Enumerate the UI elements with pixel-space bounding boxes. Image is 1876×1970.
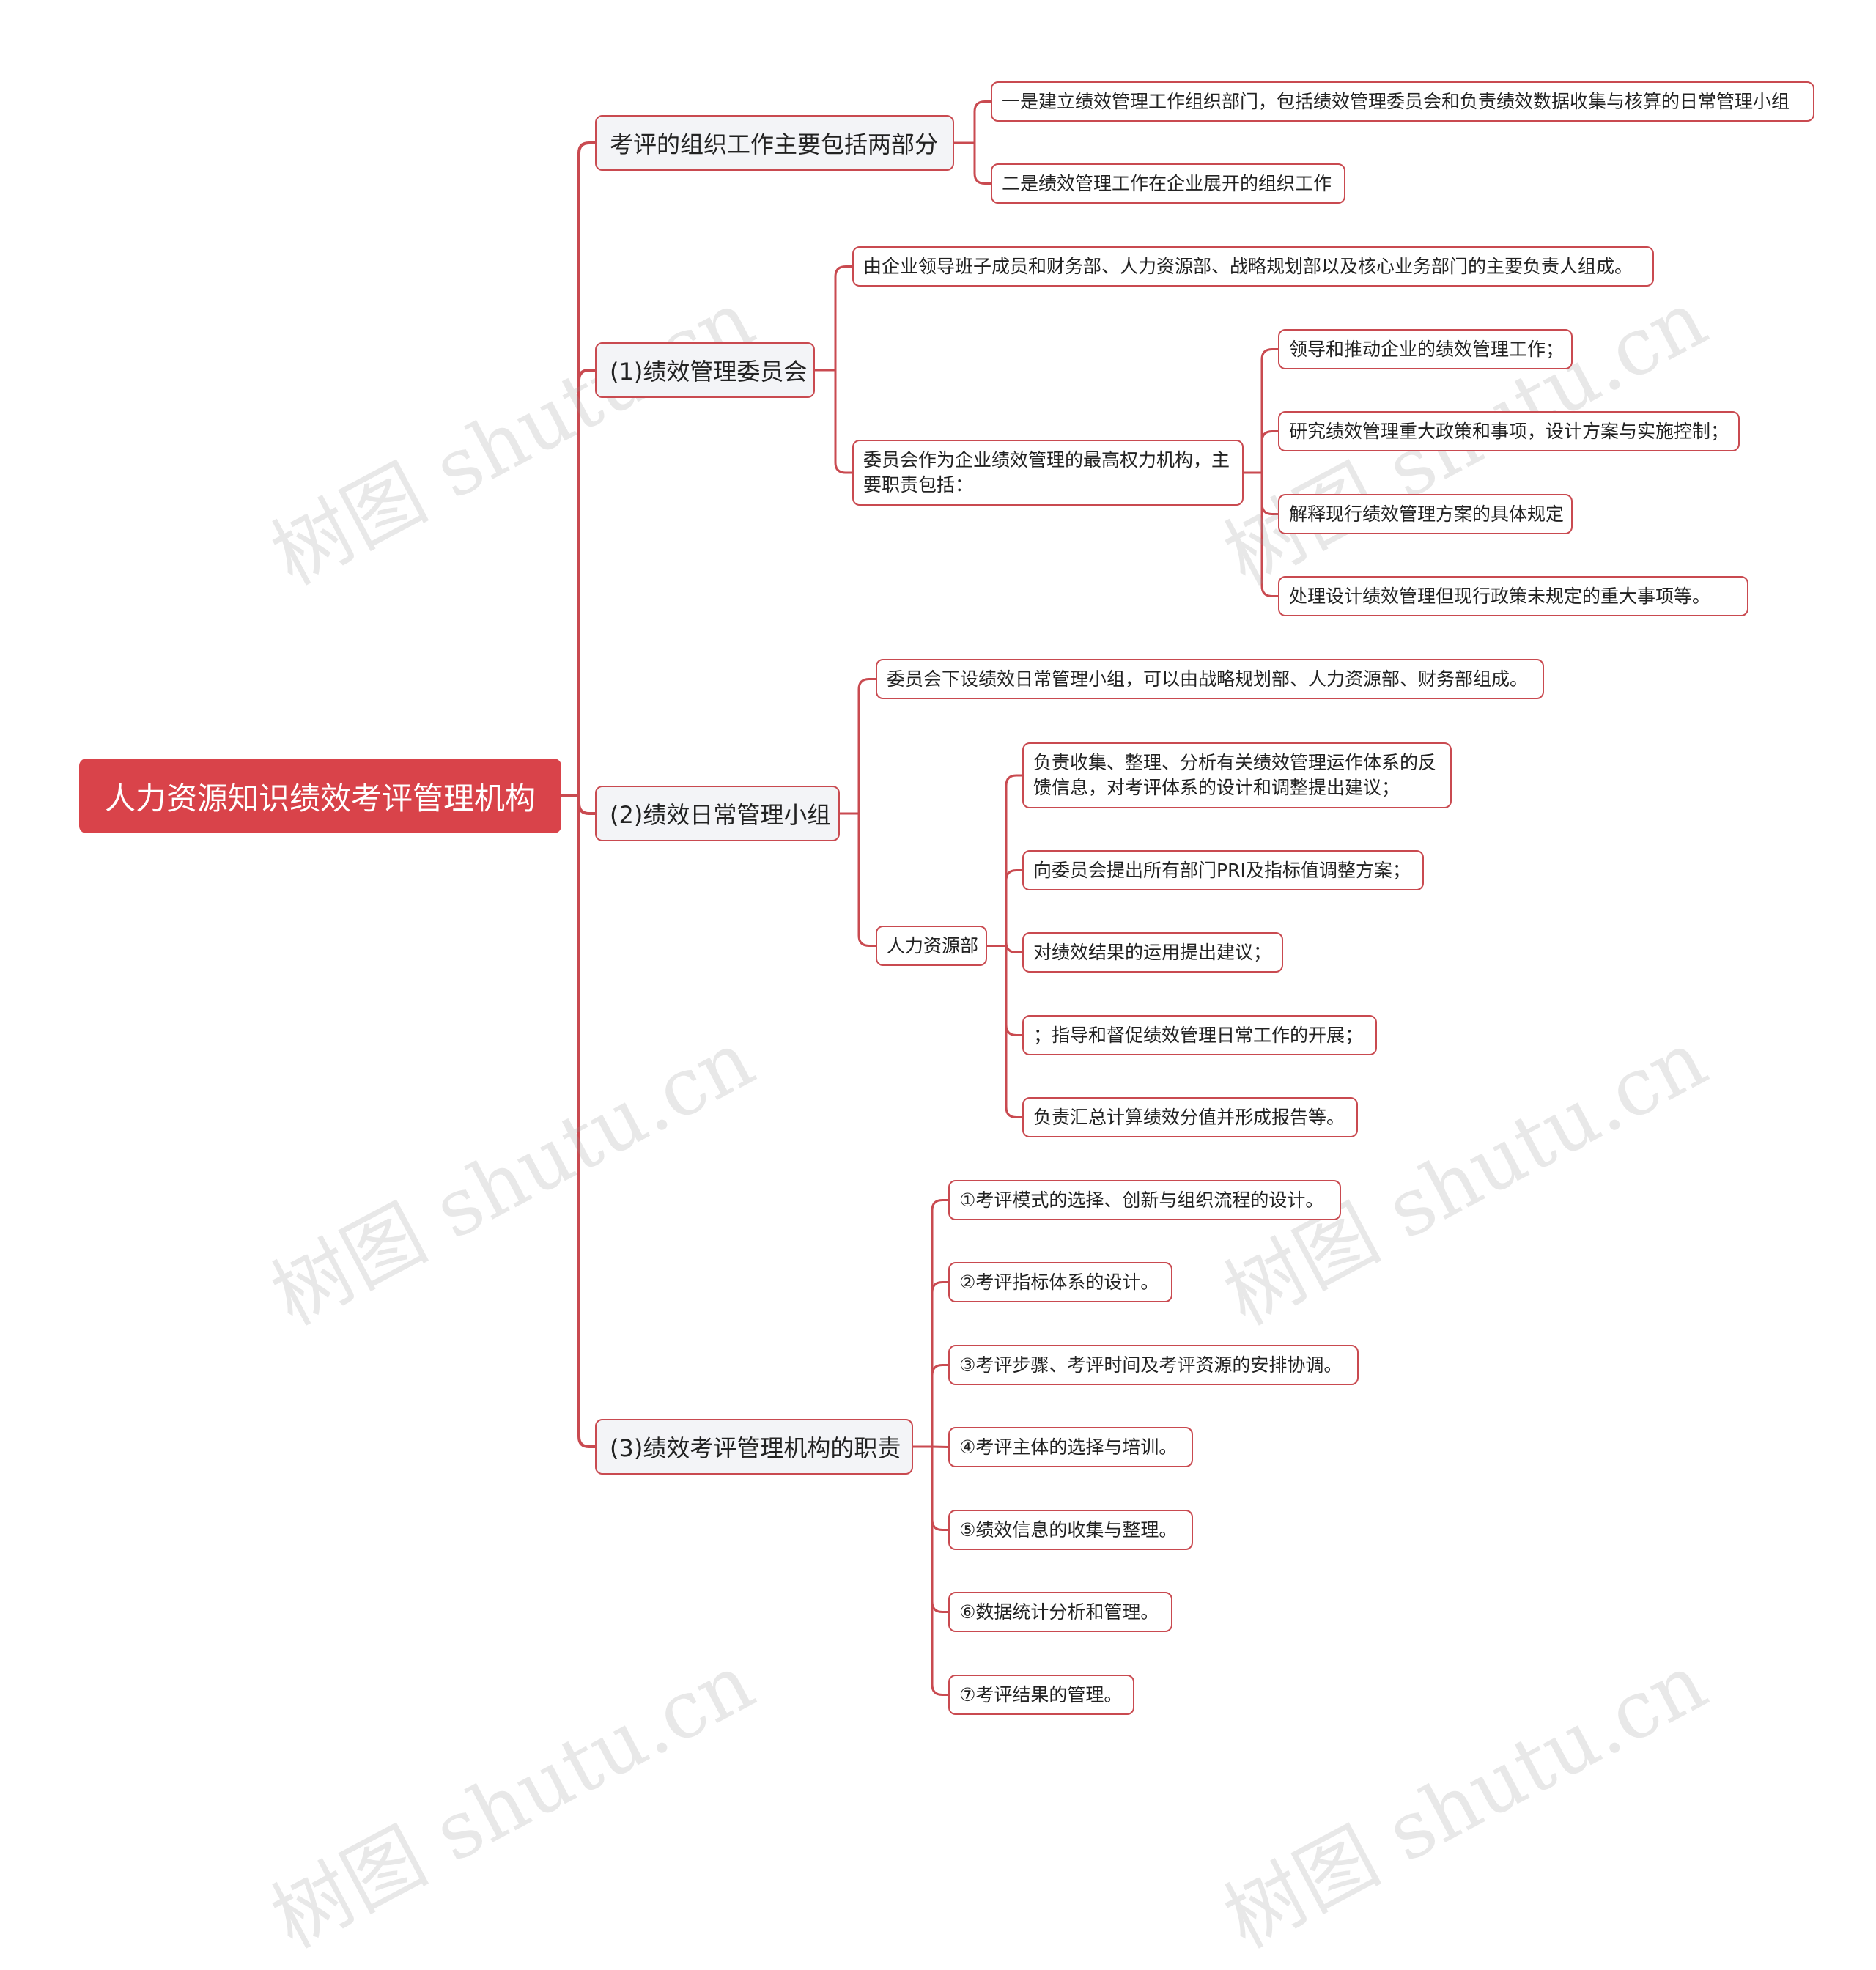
hr-duty-item[interactable]: 负责汇总计算绩效分值并形成报告等。 xyxy=(1022,1097,1358,1137)
subtopic-committee-composition[interactable]: 由企业领导班子成员和财务部、人力资源部、战略规划部以及核心业务部门的主要负责人组… xyxy=(852,246,1654,287)
duty-item[interactable]: ①考评模式的选择、创新与组织流程的设计。 xyxy=(948,1180,1341,1220)
connector-line xyxy=(1005,774,1024,947)
connector-line xyxy=(931,1445,950,1531)
connector-line xyxy=(857,678,877,815)
root-topic[interactable]: 人力资源知识绩效考评管理机构 xyxy=(79,759,561,833)
connector-line xyxy=(577,794,597,815)
duty-item[interactable]: ⑥数据统计分析和管理。 xyxy=(948,1592,1172,1632)
connector-lines xyxy=(560,100,1279,1696)
topic-management-duties[interactable]: (3)绩效考评管理机构的职责 xyxy=(595,1419,913,1475)
subtopic-hr-department[interactable]: 人力资源部 xyxy=(876,926,987,966)
hr-duty-item[interactable]: 向委员会提出所有部门PRI及指标值调整方案； xyxy=(1022,850,1424,890)
connector-line xyxy=(577,369,597,797)
subtopic-org-item[interactable]: 一是建立绩效管理工作组织部门，包括绩效管理委员会和负责绩效数据收集与核算的日常管… xyxy=(991,81,1814,122)
hr-duty-item[interactable]: ；指导和督促绩效管理日常工作的开展； xyxy=(1022,1015,1377,1055)
committee-duty-item[interactable]: 处理设计绩效管理但现行政策未规定的重大事项等。 xyxy=(1278,576,1748,616)
committee-duty-item[interactable]: 领导和推动企业的绩效管理工作； xyxy=(1278,329,1573,369)
connector-line xyxy=(973,141,992,185)
connector-line xyxy=(1005,945,1024,1036)
committee-duty-item[interactable]: 研究绩效管理重大政策和事项，设计方案与实施控制； xyxy=(1278,411,1740,451)
connector-line xyxy=(1005,942,1024,953)
connector-line xyxy=(931,1364,950,1448)
topic-daily-group[interactable]: (2)绩效日常管理小组 xyxy=(595,786,840,841)
committee-duty-item[interactable]: 解释现行绩效管理方案的具体规定 xyxy=(1278,494,1573,534)
subtopic-org-item[interactable]: 二是绩效管理工作在企业展开的组织工作 xyxy=(991,163,1345,204)
subtopic-group-composition[interactable]: 委员会下设绩效日常管理小组，可以由战略规划部、人力资源部、财务部组成。 xyxy=(876,659,1544,699)
subtopic-committee-duties[interactable]: 委员会作为企业绩效管理的最高权力机构，主要职责包括： xyxy=(852,440,1244,506)
topic-committee[interactable]: (1)绩效管理委员会 xyxy=(595,342,815,398)
mindmap-canvas: 树图 shutu.cn 树图 shutu.cn 树图 shutu.cn 树图 s… xyxy=(79,81,1814,1966)
duty-item[interactable]: ⑤绩效信息的收集与整理。 xyxy=(948,1510,1193,1550)
connector-line xyxy=(931,1199,950,1448)
connector-line xyxy=(834,369,854,474)
duty-item[interactable]: ③考评步骤、考评时间及考评资源的安排协调。 xyxy=(948,1345,1359,1385)
connector-line xyxy=(1260,430,1279,474)
duty-item[interactable]: ④考评主体的选择与培训。 xyxy=(948,1427,1193,1467)
connector-line xyxy=(577,794,597,1448)
connector-line xyxy=(931,1445,950,1696)
connector-line xyxy=(1005,945,1024,1118)
connector-line xyxy=(973,100,992,144)
connector-line xyxy=(1260,471,1279,597)
connector-line xyxy=(834,265,854,372)
duty-item[interactable]: ②考评指标体系的设计。 xyxy=(948,1262,1172,1302)
hr-duty-item[interactable]: 负责收集、整理、分析有关绩效管理运作体系的反馈信息，对考评体系的设计和调整提出建… xyxy=(1022,742,1452,808)
connector-line xyxy=(857,812,877,947)
connector-line xyxy=(1260,348,1279,474)
connector-line xyxy=(931,1281,950,1448)
connector-line xyxy=(1005,869,1024,947)
duty-item[interactable]: ⑦考评结果的管理。 xyxy=(948,1675,1134,1715)
hr-duty-item[interactable]: 对绩效结果的运用提出建议； xyxy=(1022,932,1283,973)
connector-line xyxy=(577,141,597,797)
connector-line xyxy=(1260,471,1279,515)
topic-org-work[interactable]: 考评的组织工作主要包括两部分 xyxy=(595,115,954,171)
